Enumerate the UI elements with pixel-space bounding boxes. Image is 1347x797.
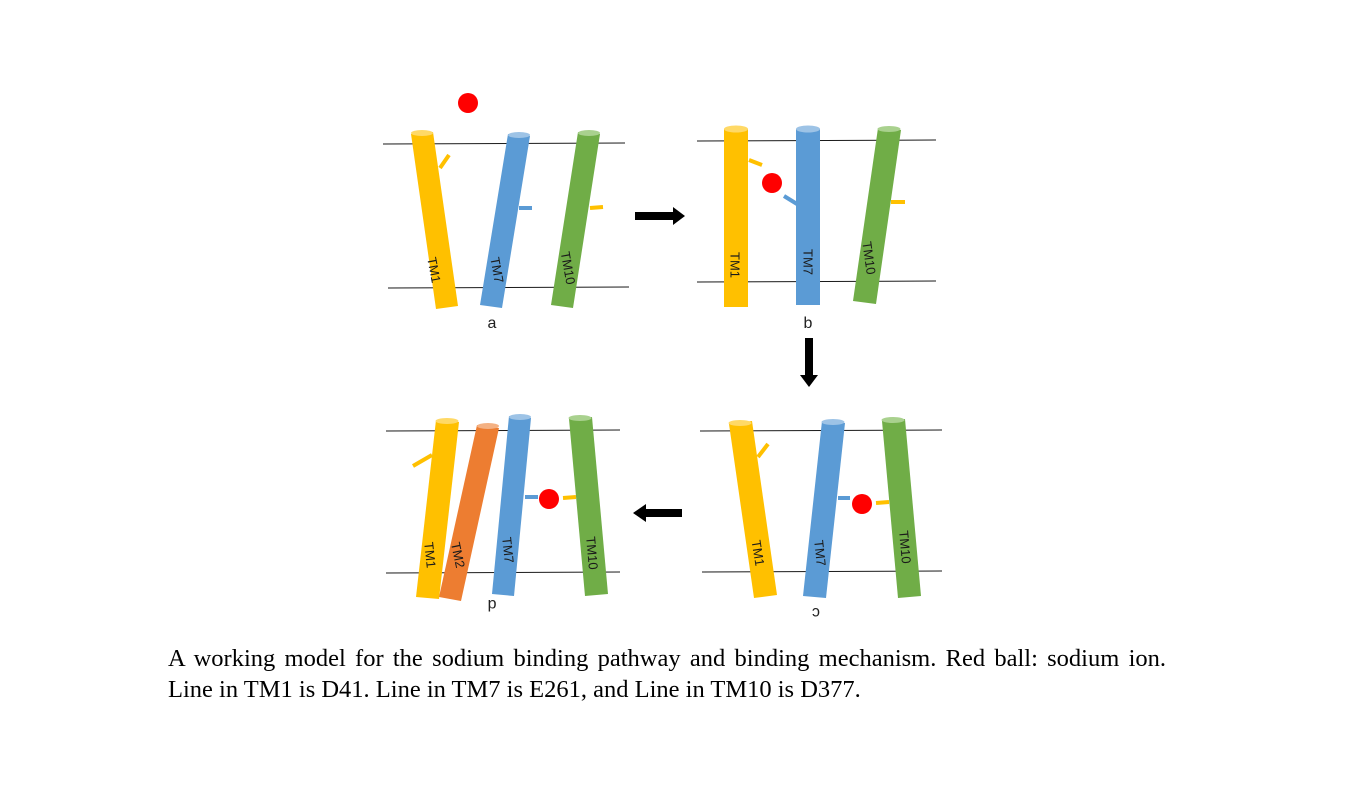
arrow-down — [800, 338, 818, 387]
residue-d377-line — [875, 500, 890, 505]
sodium-ion — [539, 489, 559, 509]
panel-a-label: a — [488, 315, 497, 332]
helix-tm7: TM7 — [782, 125, 820, 305]
panel-b: TM1 TM7 TM10 b — [696, 125, 937, 332]
membrane-bottom-line — [387, 286, 630, 289]
helix-tm1: TM1 — [728, 420, 777, 598]
helix-tm10: TM10 — [562, 415, 608, 596]
panel-d: TM1 TM2 TM7 TM10 d — [385, 414, 621, 613]
helix-tm1: TM1 — [411, 418, 459, 599]
helix-tm10: TM10 — [853, 126, 905, 304]
tm10-label: TM10 — [558, 250, 579, 285]
helix-tm10: TM10 — [551, 130, 604, 308]
residue-d41-line — [748, 158, 763, 167]
panel-d-label: d — [488, 596, 497, 613]
residue-d377-line — [589, 205, 604, 210]
residue-d41-line — [411, 453, 434, 468]
tm7-label: TM7 — [487, 256, 506, 284]
residue-e261-line — [782, 194, 799, 206]
helix-tm2: TM2 — [439, 423, 499, 601]
sodium-ion — [762, 173, 782, 193]
tm10-label: TM10 — [859, 241, 878, 276]
panel-c: TM1 TM7 TM10 c — [699, 417, 943, 621]
arrow-left — [633, 504, 682, 522]
sodium-ion — [458, 93, 478, 113]
residue-d377-line — [562, 495, 577, 500]
panel-c-label: c — [812, 604, 820, 621]
helix-tm7: TM7 — [803, 419, 850, 598]
helix-tm7: TM7 — [480, 132, 532, 308]
tm1-label: TM1 — [421, 541, 439, 568]
tm1-label: TM1 — [728, 252, 743, 278]
tm7-label: TM7 — [801, 249, 816, 275]
residue-d41-line — [756, 442, 770, 459]
panel-a: TM1 TM7 TM10 a — [382, 93, 630, 332]
helix-tm7: TM7 — [492, 414, 538, 596]
panel-b-label: b — [804, 315, 813, 332]
tm7-label: TM7 — [499, 536, 517, 563]
sodium-ion — [852, 494, 872, 514]
residue-d41-line — [438, 153, 451, 170]
tm10-label: TM10 — [583, 536, 601, 570]
tm10-label: TM10 — [896, 530, 914, 564]
tm1-label: TM1 — [424, 256, 444, 284]
helix-tm1: TM1 — [724, 125, 763, 307]
tm2-label: TM2 — [448, 541, 468, 570]
figure-caption: A working model for the sodium binding p… — [168, 645, 1166, 703]
tm1-label: TM1 — [749, 539, 768, 567]
arrow-right — [635, 207, 685, 225]
helix-tm1: TM1 — [411, 130, 458, 309]
helix-tm10: TM10 — [875, 417, 921, 598]
tm7-label: TM7 — [811, 539, 829, 566]
